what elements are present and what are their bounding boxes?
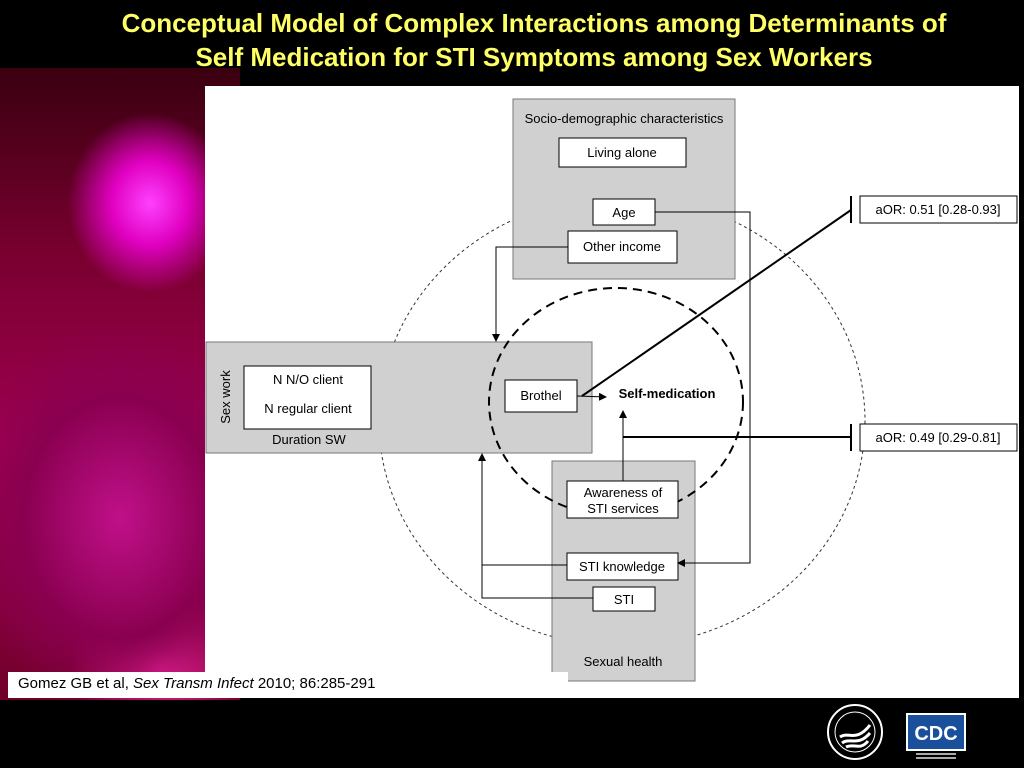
brothel-to-selfmed-arrow — [576, 392, 607, 401]
duration-sw-label: Duration SW — [272, 432, 346, 447]
clients-box — [243, 365, 372, 430]
aor-top-box — [859, 195, 1018, 224]
self-medication-label: Self-medication — [619, 386, 716, 401]
other-income-label: Other income — [583, 239, 661, 254]
aor-bottom-box — [859, 423, 1018, 452]
living-alone-label: Living alone — [587, 145, 656, 160]
aor-bottom-label: aOR: 0.49 [0.29-0.81] — [875, 430, 1000, 445]
age-to-sti-knowledge-arrow — [655, 211, 751, 567]
other-income-box — [567, 230, 678, 264]
age-box — [592, 198, 656, 226]
title-line-1: Conceptual Model of Complex Interactions… — [121, 8, 947, 38]
slide-title: Conceptual Model of Complex Interactions… — [0, 6, 1024, 74]
inner-dashed-circle — [488, 287, 744, 517]
sti-knowledge-label: STI knowledge — [579, 559, 665, 574]
sti-label: STI — [614, 592, 634, 607]
brothel-box — [504, 379, 578, 413]
sti-knowledge-box — [566, 552, 679, 581]
socio-box-title: Socio-demographic characteristics — [525, 111, 724, 126]
citation-journal: Sex Transm Infect — [133, 675, 254, 692]
hhs-seal-icon — [826, 703, 884, 761]
brothel-label: Brothel — [520, 388, 561, 403]
sex-work-label: Sex work — [218, 370, 233, 424]
age-label: Age — [612, 205, 635, 220]
citation: Gomez GB et al, Sex Transm Infect 2010; … — [8, 672, 568, 698]
n-no-client-label: N N/O client — [273, 372, 343, 387]
n-regular-client-label: N regular client — [264, 401, 352, 416]
awareness-label-line-2: STI services — [587, 501, 659, 516]
cdc-logo-icon: CDC — [906, 713, 966, 761]
brothel-to-aor-top-line — [581, 209, 852, 397]
cdc-logo-text: CDC — [914, 723, 957, 745]
diagram-panel: Socio-demographic characteristics Living… — [205, 86, 1019, 698]
sexual-health-label: Sexual health — [584, 654, 663, 669]
conceptual-model-diagram: Socio-demographic characteristics Living… — [205, 98, 1018, 682]
background-image — [0, 68, 240, 700]
citation-authors: Gomez GB et al, — [18, 675, 129, 692]
living-alone-box — [558, 137, 687, 168]
citation-details: 2010; 86:285-291 — [257, 675, 376, 692]
other-income-to-sex-work-arrow — [492, 246, 568, 342]
awareness-label-line-1: Awareness of — [584, 485, 663, 500]
sti-box — [592, 586, 656, 612]
aor-top-label: aOR: 0.51 [0.28-0.93] — [875, 202, 1000, 217]
title-line-2: Self Medication for STI Symptoms among S… — [195, 42, 873, 72]
sti-to-sex-work-line — [481, 565, 593, 599]
